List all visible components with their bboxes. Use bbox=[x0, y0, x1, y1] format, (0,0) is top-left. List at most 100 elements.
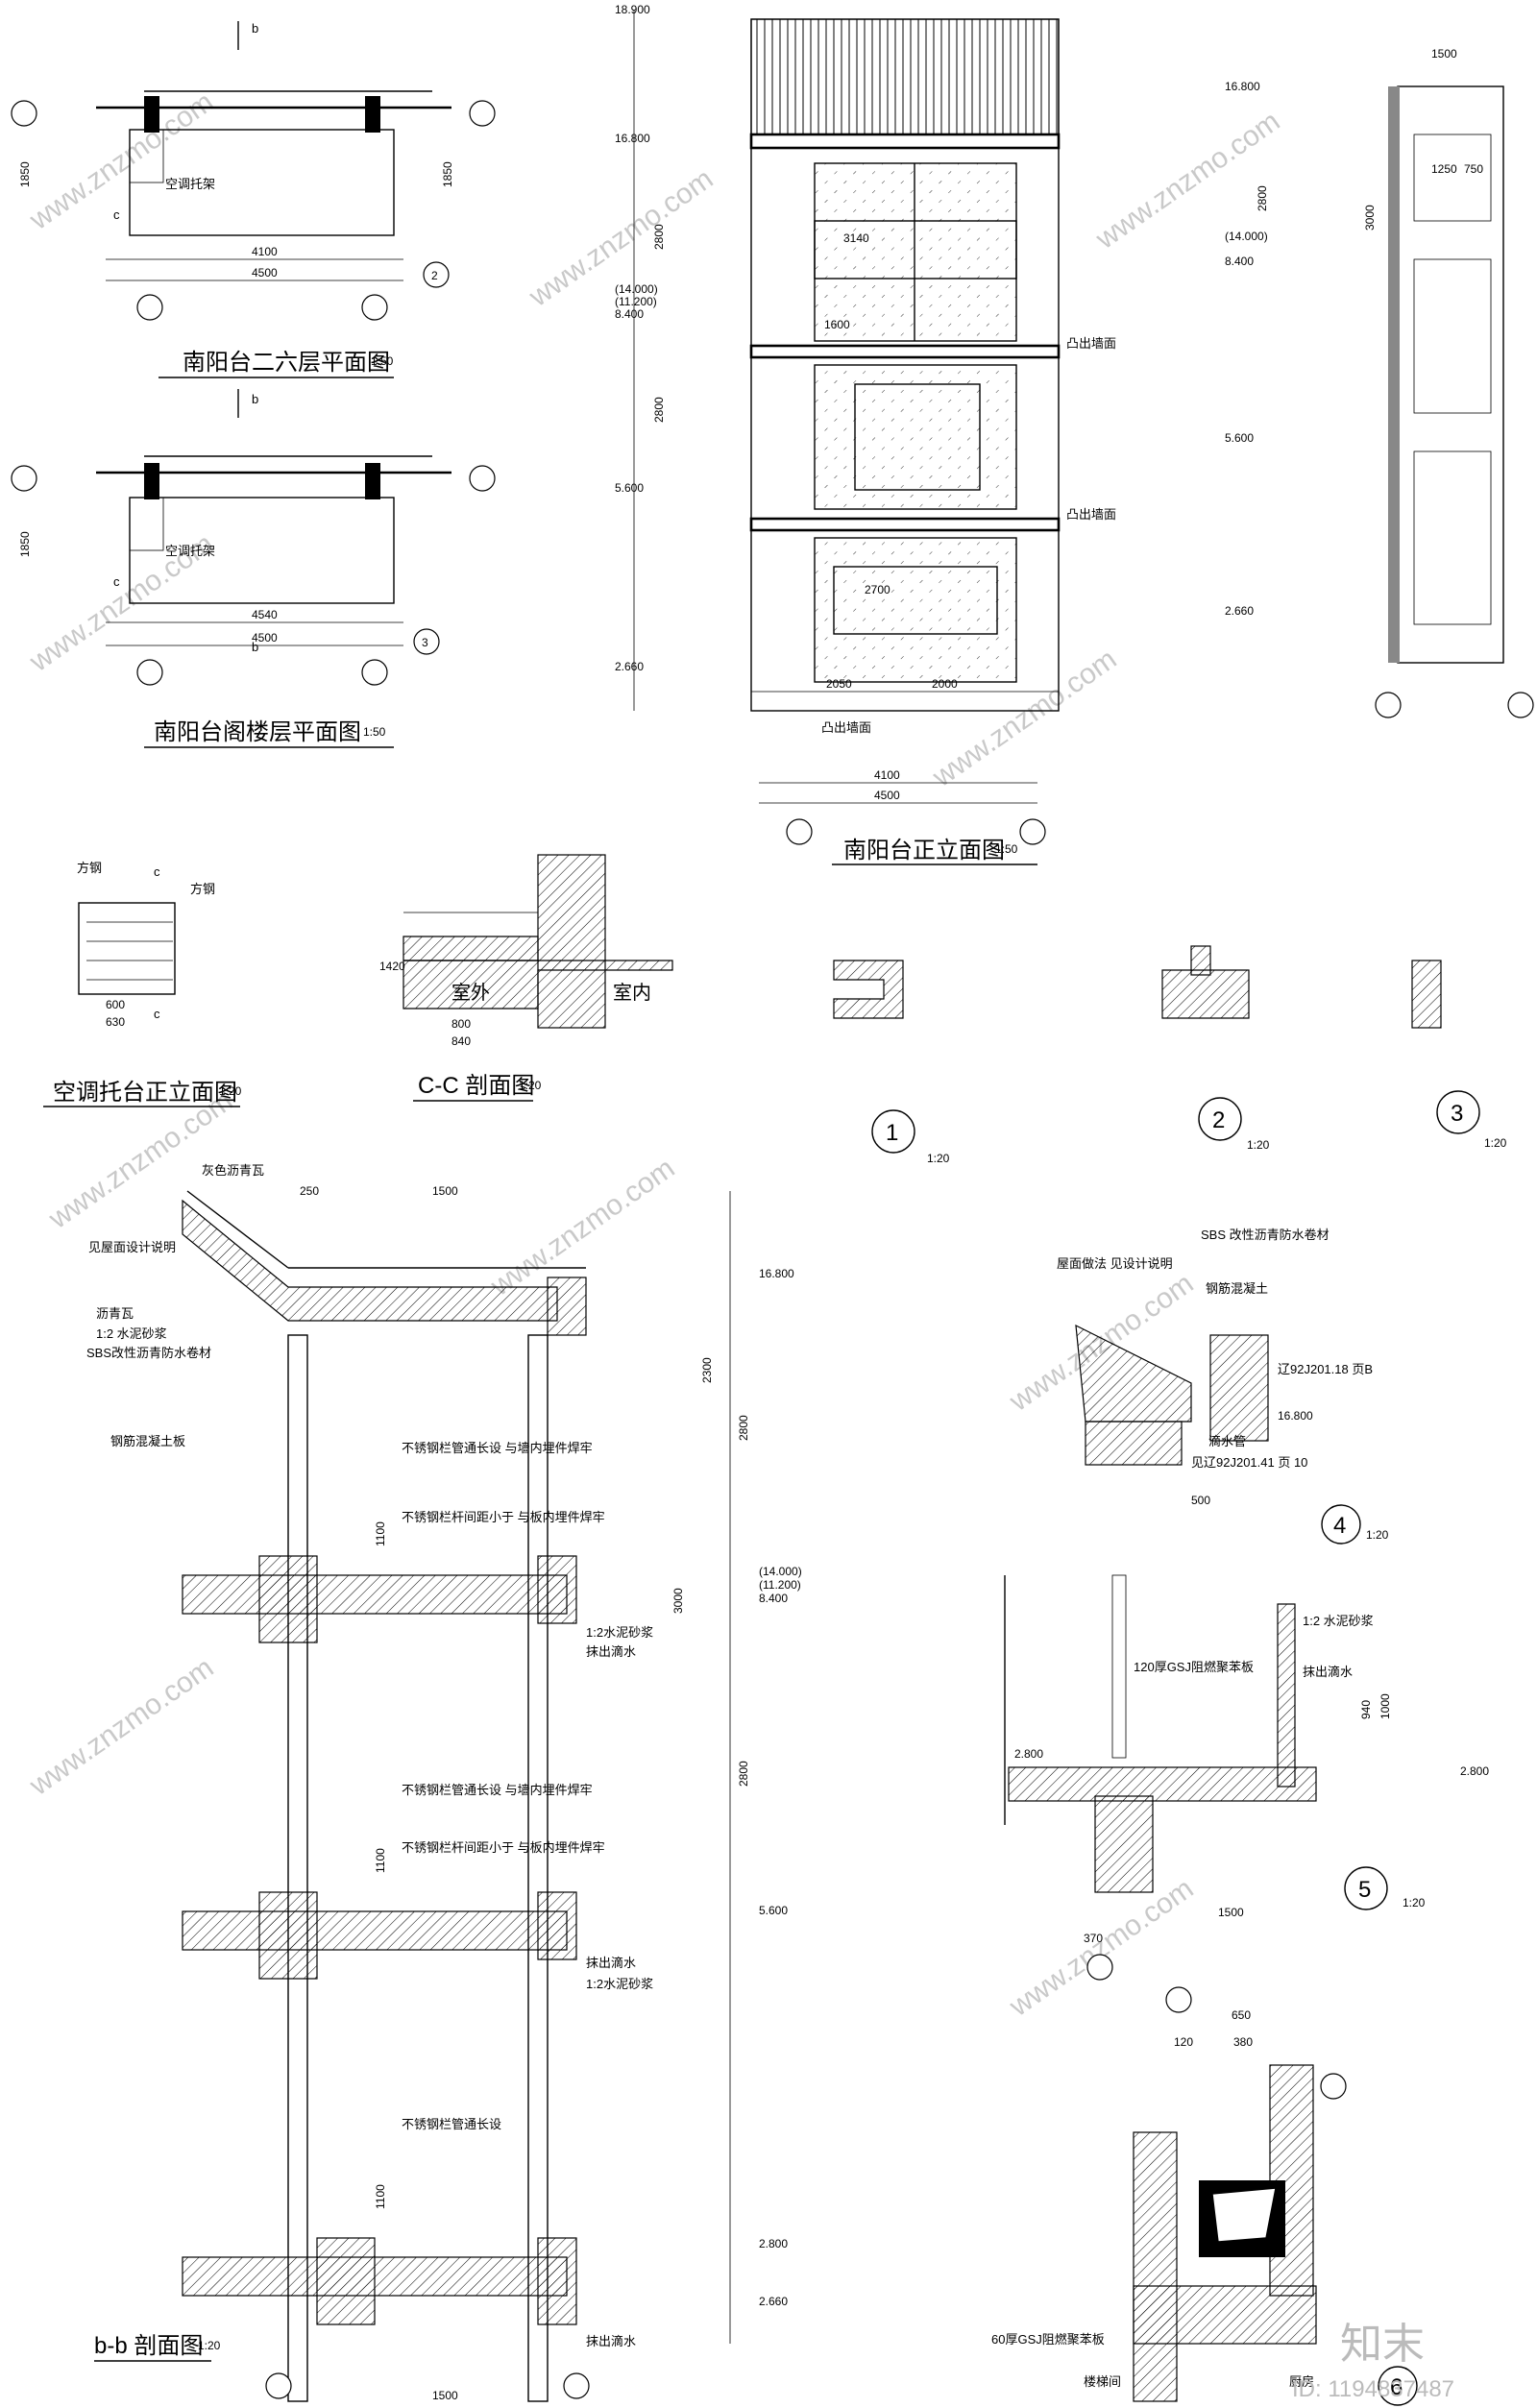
elev-dim-4100: 4100 bbox=[874, 768, 900, 782]
bb-level-5600: 5.600 bbox=[759, 1904, 788, 1917]
ac-dim-630: 630 bbox=[106, 1015, 125, 1029]
bb-dim-1100-a: 1100 bbox=[374, 1521, 387, 1546]
elev-dim-2050: 2050 bbox=[826, 677, 852, 691]
detail-5: 120厚GSJ阻燃聚苯板 1:2 水泥砂浆 抹出滴水 940 1000 2.80… bbox=[1004, 1574, 1489, 1981]
elev-dim-2700: 2700 bbox=[865, 583, 890, 596]
d5-level-left: 2.800 bbox=[1014, 1747, 1043, 1761]
plan2-ac-label: 空调托架 bbox=[165, 544, 215, 558]
elev-protrude-3: 凸出墙面 bbox=[821, 720, 871, 735]
south-balcony-elevation: 凸出墙面 凸出墙面 凸出墙面 3140 1600 2700 2050 2000 … bbox=[615, 3, 1116, 865]
watermark-text: www.znzmo.com bbox=[42, 1085, 238, 1236]
bb-dim-1500-bot: 1500 bbox=[432, 2389, 458, 2402]
bb-drip-3: 抹出滴水 bbox=[586, 2334, 636, 2348]
plan1-cut-c: c bbox=[113, 207, 120, 222]
side-section-right: 1250 750 1500 16.800 (14.000) 8.400 5.60… bbox=[1225, 47, 1534, 718]
plan1-ac-label: 空调托架 bbox=[165, 177, 215, 191]
plan1-dim-1850: 1850 bbox=[18, 161, 32, 187]
plan1-detail-ref: 2 bbox=[431, 269, 438, 282]
d5-dim-1000: 1000 bbox=[1378, 1693, 1392, 1719]
ac-bracket-scale: 1:20 bbox=[219, 1084, 242, 1098]
ac-square-steel-1: 方钢 bbox=[77, 861, 102, 875]
bb-mortar: 1:2 水泥砂浆 bbox=[96, 1326, 167, 1341]
plan2-cut-c: c bbox=[113, 574, 120, 589]
elevation-scale: 1:50 bbox=[995, 842, 1018, 856]
side-level-2660: 2.660 bbox=[1225, 604, 1254, 618]
d5-dim-1500: 1500 bbox=[1218, 1906, 1244, 1919]
elev-level-5600: 5.600 bbox=[615, 481, 644, 495]
bb-level-8400: 8.400 bbox=[759, 1592, 788, 1605]
d5-mortar: 1:2 水泥砂浆 bbox=[1303, 1614, 1374, 1628]
elev-level-14000: (14.000) bbox=[615, 282, 658, 296]
elev-dim-4500: 4500 bbox=[874, 789, 900, 802]
elev-dim-1600: 1600 bbox=[824, 318, 850, 331]
logo-text: 知末 bbox=[1340, 2321, 1425, 2368]
d6-dim-380: 380 bbox=[1233, 2035, 1253, 2049]
plan1-dim-1850-r: 1850 bbox=[441, 161, 454, 187]
cc-outside: 室外 bbox=[451, 982, 490, 1004]
side-level-14000: (14.000) bbox=[1225, 230, 1268, 243]
cc-inside: 室内 bbox=[613, 982, 651, 1004]
bb-sbs: SBS改性沥青防水卷材 bbox=[86, 1346, 211, 1360]
bb-dim-2800-b: 2800 bbox=[737, 1761, 750, 1787]
plan2-title: 南阳台阁楼层平面图 bbox=[154, 719, 361, 745]
bb-rail-4: 不锈钢栏杆间距小于 与板内埋件焊牢 bbox=[402, 1840, 605, 1855]
bb-level-14000: (14.000) bbox=[759, 1565, 802, 1578]
side-level-5600: 5.600 bbox=[1225, 431, 1254, 445]
section-b-b: 灰色沥青瓦 见屋面设计说明 沥青瓦 1:2 水泥砂浆 SBS改性沥青防水卷材 钢… bbox=[86, 1163, 802, 2402]
bb-level-2660: 2.660 bbox=[759, 2295, 788, 2308]
section-c-c: 室外 室内 800 840 1420 C-C 剖面图 1:20 bbox=[379, 854, 673, 1102]
bb-dim-1500-top: 1500 bbox=[432, 1184, 458, 1198]
bb-grey-tile: 灰色沥青瓦 bbox=[202, 1163, 264, 1178]
elevation-window-lower bbox=[814, 537, 1017, 683]
bb-slab-3 bbox=[182, 2237, 577, 2325]
detail-2-number: 2 bbox=[1212, 1107, 1225, 1133]
detail-3-number: 3 bbox=[1451, 1101, 1463, 1127]
plan1-dim-4500: 4500 bbox=[252, 266, 278, 280]
bb-dim-2800-a: 2800 bbox=[737, 1415, 750, 1441]
bb-scale: 1:20 bbox=[198, 2339, 221, 2352]
side-level-8400: 8.400 bbox=[1225, 255, 1254, 268]
elev-level-16800: 16.800 bbox=[615, 132, 650, 145]
bb-level-16800: 16.800 bbox=[759, 1267, 794, 1280]
bb-drip-1: 抹出滴水 bbox=[586, 1644, 636, 1659]
bb-level-2800: 2.800 bbox=[759, 2237, 788, 2250]
bb-level-11200: (11.200) bbox=[759, 1578, 801, 1592]
side-dim-1250: 1250 bbox=[1431, 162, 1457, 176]
plan1-dim-4100: 4100 bbox=[252, 245, 278, 258]
ac-cut-c-1: c bbox=[154, 864, 160, 879]
bb-dim-250: 250 bbox=[300, 1184, 319, 1198]
bb-asphalt: 沥青瓦 bbox=[96, 1306, 134, 1321]
cc-scale: 1:20 bbox=[519, 1079, 542, 1092]
bb-roof-ref: 见屋面设计说明 bbox=[88, 1240, 176, 1254]
plan2-cut-b-bottom: b bbox=[252, 640, 258, 654]
side-dim-3000: 3000 bbox=[1363, 205, 1377, 231]
bb-dim-1100-c: 1100 bbox=[374, 2184, 387, 2209]
d4-rc: 钢筋混凝土 bbox=[1206, 1281, 1268, 1296]
bb-mortar-1: 1:2水泥砂浆 bbox=[586, 1625, 653, 1640]
d5-dim-370: 370 bbox=[1084, 1932, 1103, 1945]
cut-mark-b-top: b bbox=[252, 21, 258, 36]
d6-dim-650: 650 bbox=[1232, 2008, 1251, 2022]
detail-1-scale: 1:20 bbox=[927, 1152, 950, 1165]
bb-title: b-b 剖面图 bbox=[94, 2333, 203, 2359]
elev-level-8400: 8.400 bbox=[615, 307, 644, 321]
elevation-window-middle bbox=[814, 364, 1017, 510]
bb-drip-2: 抹出滴水 bbox=[586, 1956, 636, 1970]
bb-mortar-2: 1:2水泥砂浆 bbox=[586, 1977, 653, 1991]
d6-dim-120: 120 bbox=[1174, 2035, 1193, 2049]
d4-roof-method: 屋面做法 见设计说明 bbox=[1057, 1256, 1173, 1271]
bb-dim-2300: 2300 bbox=[700, 1357, 714, 1383]
bb-rail-5: 不锈钢栏管通长设 bbox=[402, 2117, 501, 2131]
d5-drip: 抹出滴水 bbox=[1303, 1665, 1353, 1679]
detail-3-scale: 1:20 bbox=[1484, 1136, 1507, 1150]
ac-bracket-elevation: 方钢 方钢 c c 600 630 空调托台正立面图 1:20 bbox=[43, 861, 242, 1107]
plan2-scale: 1:50 bbox=[363, 725, 386, 739]
bb-slab-1 bbox=[182, 1555, 577, 1643]
d4-ref-a: 辽92J201.18 页B bbox=[1278, 1362, 1373, 1376]
elev-protrude-1: 凸出墙面 bbox=[1066, 336, 1116, 351]
ac-dim-600: 600 bbox=[106, 998, 125, 1011]
brand-logo: 知末 ID: 1194837487 bbox=[1292, 2321, 1454, 2402]
detail-4: SBS 改性沥青防水卷材 钢筋混凝土 屋面做法 见设计说明 辽92J201.18… bbox=[1057, 1228, 1389, 1545]
cut-mark-b-mid: b bbox=[252, 392, 258, 406]
detail-5-number: 5 bbox=[1358, 1877, 1371, 1903]
